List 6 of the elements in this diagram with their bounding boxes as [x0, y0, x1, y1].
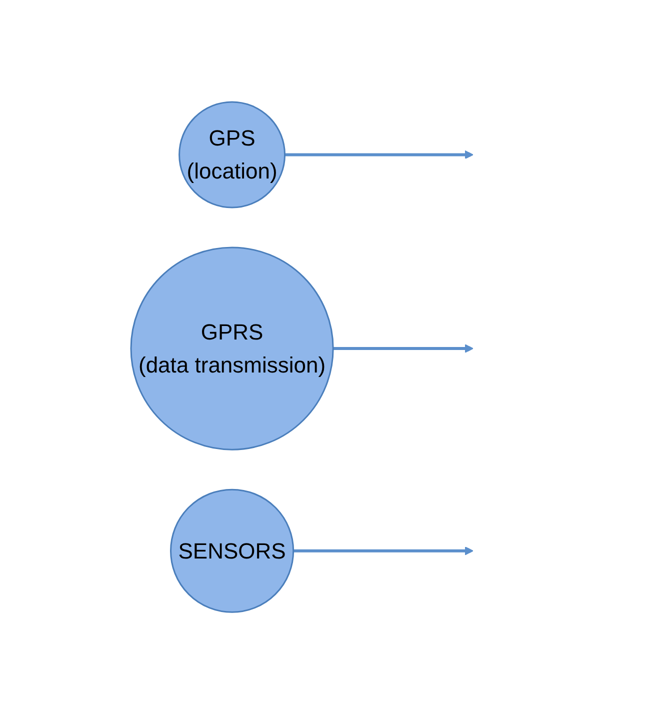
arrow: [333, 344, 474, 354]
node-circle: GPS (location): [178, 102, 286, 209]
node-circle: GPRS (data transmission): [130, 247, 334, 451]
arrow: [284, 150, 474, 160]
node-circle: SENSORS: [170, 489, 294, 614]
arrow: [293, 546, 474, 556]
